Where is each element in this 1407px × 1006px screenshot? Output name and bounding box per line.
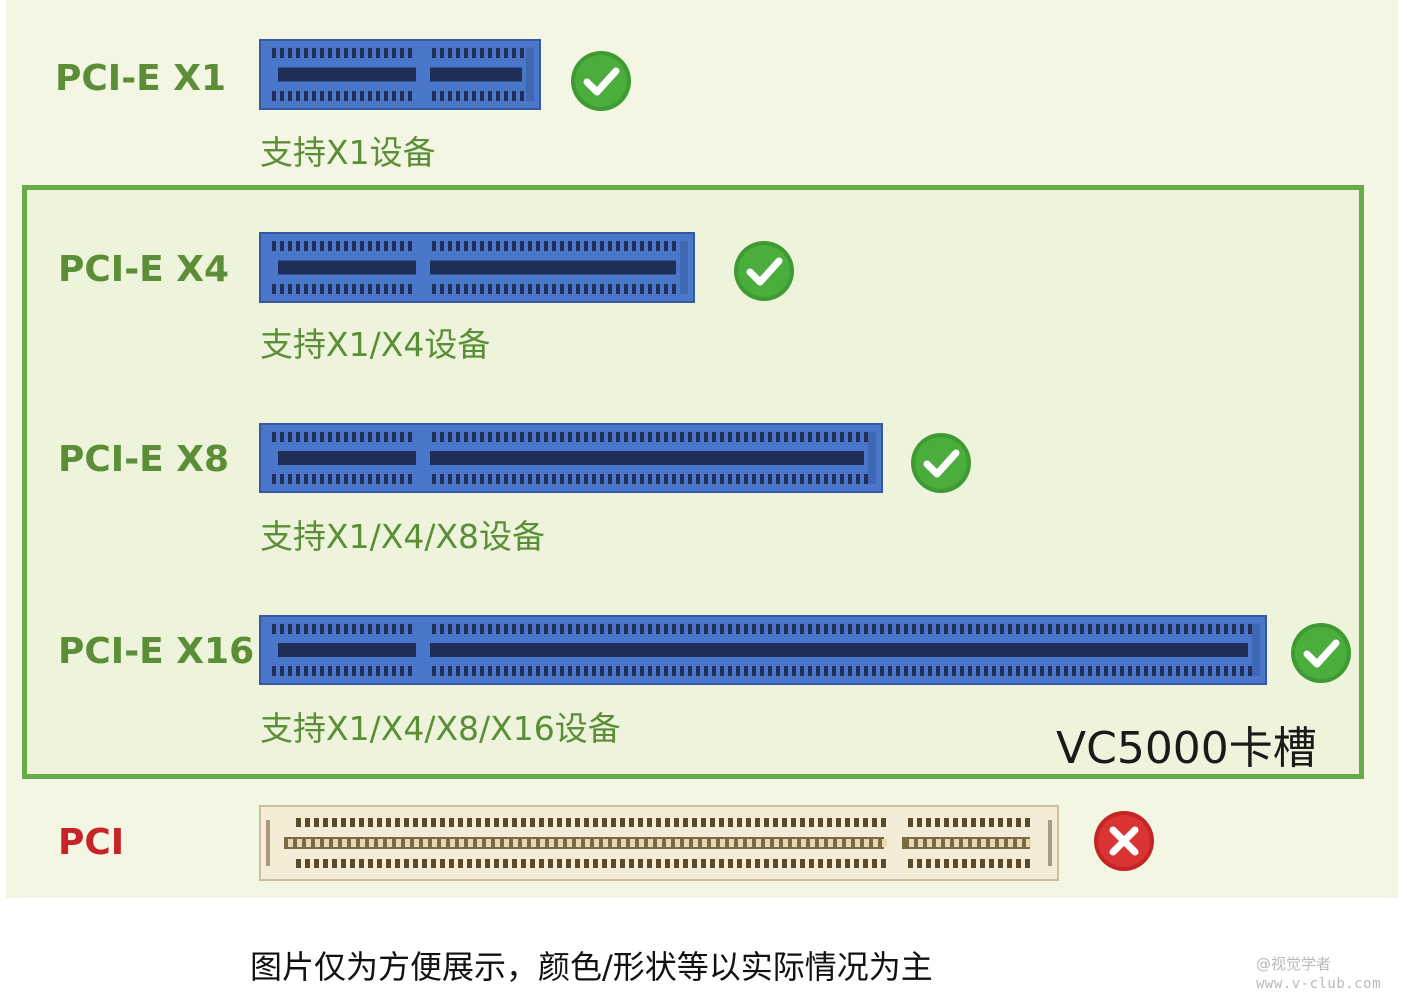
vc5000-slot-label: VC5000卡槽 [1056, 723, 1317, 774]
slot-label-pcie-x16: PCI-E X16 [58, 631, 255, 672]
slot-label-pcie-x8: PCI-E X8 [58, 439, 230, 480]
slot-label-pcie-x4: PCI-E X4 [58, 249, 230, 290]
pcie-x1-slot-graphic [259, 39, 541, 110]
pci-slot-graphic [259, 805, 1059, 881]
check-circle-icon [1291, 623, 1351, 683]
cross-circle-icon [1094, 811, 1154, 871]
check-circle-icon [734, 241, 794, 301]
watermark-handle: @视觉学者 [1256, 955, 1332, 973]
pcie-x8-slot-graphic [259, 423, 883, 493]
support-text-x4: 支持X1/X4设备 [260, 325, 491, 364]
pcie-x4-slot-graphic [259, 232, 695, 303]
slot-label-pcie-x1: PCI-E X1 [55, 58, 227, 99]
footnote: 图片仅为方便展示，颜色/形状等以实际情况为主 [250, 948, 933, 986]
slot-label-pci: PCI [58, 822, 125, 863]
watermark-url: www.v-club.com [1256, 976, 1382, 992]
support-text-x1: 支持X1设备 [260, 133, 436, 172]
pcie-x16-slot-graphic [259, 615, 1267, 685]
check-circle-icon [911, 433, 971, 493]
support-text-x8: 支持X1/X4/X8设备 [260, 517, 546, 556]
support-text-x16: 支持X1/X4/X8/X16设备 [260, 709, 621, 748]
check-circle-icon [571, 51, 631, 111]
